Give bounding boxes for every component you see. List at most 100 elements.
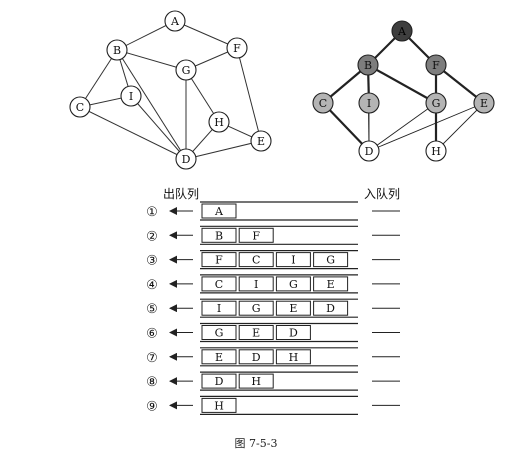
queue-cell-box — [238, 300, 274, 316]
queue-cell-box — [201, 252, 237, 268]
queue-cell: E — [275, 300, 311, 316]
node-label: B — [364, 59, 372, 72]
node-circle — [425, 140, 447, 162]
node-circle — [69, 96, 91, 118]
traversal-node-B: B — [357, 54, 379, 76]
queue-cell-label: A — [214, 205, 224, 218]
node-circle — [250, 130, 272, 152]
traversal-edge-E-D — [368, 102, 485, 152]
node-label: H — [214, 116, 224, 129]
node-label: A — [397, 25, 407, 38]
queue-cell-label: E — [327, 278, 335, 291]
node-circle — [425, 54, 447, 76]
node-G: G — [175, 59, 197, 81]
queue-cell: D — [238, 349, 274, 365]
edge-F-E — [236, 47, 262, 142]
node-label: D — [365, 145, 374, 158]
node-circle — [120, 85, 142, 107]
queue-cell-label: D — [289, 327, 298, 340]
queue-cell-label: H — [214, 399, 224, 412]
figure-caption: 图 7-5-3 — [235, 437, 278, 450]
node-circle — [175, 148, 197, 170]
queue-cell-box — [313, 300, 349, 316]
node-label: G — [432, 97, 441, 110]
queue-cell-box — [201, 397, 237, 413]
queue-cell-box — [238, 349, 274, 365]
queue-cell-box — [201, 300, 237, 316]
node-C: C — [69, 96, 91, 118]
edge-I-D — [130, 95, 187, 160]
node-I: I — [120, 85, 142, 107]
queue-cell: I — [201, 300, 237, 316]
node-circle — [164, 10, 186, 32]
queue-cell: G — [275, 276, 311, 292]
queue-cell: D — [201, 373, 237, 389]
queue-cell: E — [201, 349, 237, 365]
node-circle — [208, 111, 230, 133]
queue-cell-box — [275, 300, 311, 316]
queue-cell-label: G — [326, 254, 335, 267]
node-label: B — [113, 44, 121, 57]
node-label: I — [129, 90, 133, 103]
node-label: E — [480, 97, 488, 110]
traversal-node-F: F — [425, 54, 447, 76]
queue-cell-label: F — [215, 254, 223, 267]
queue-cell-label: B — [215, 229, 223, 242]
queue-cell: I — [275, 252, 311, 268]
traversal-node-H: H — [425, 140, 447, 162]
queue-cell-label: G — [215, 327, 224, 340]
edge-B-G — [116, 49, 187, 71]
queue-cell-box — [201, 349, 237, 365]
step-number: ② — [146, 229, 158, 244]
edge-B-D — [116, 49, 187, 160]
queue-cell-label: I — [217, 302, 221, 315]
queue-cell-box — [238, 252, 274, 268]
node-label: C — [76, 101, 84, 114]
node-circle — [106, 39, 128, 61]
node-H: H — [208, 111, 230, 133]
queue-cell-label: D — [215, 375, 224, 388]
step-number: ⑨ — [146, 399, 158, 414]
node-B: B — [106, 39, 128, 61]
queue-cell-label: F — [252, 229, 260, 242]
queue-cell: G — [313, 252, 349, 268]
queue-cell-label: C — [215, 278, 223, 291]
queue-cell-box — [275, 349, 311, 365]
node-circle — [312, 92, 334, 114]
queue-row-3: ③ F C I G — [146, 250, 400, 270]
edge-A-F — [174, 20, 238, 49]
traversal-node-C: C — [312, 92, 334, 114]
queue-cell: I — [238, 276, 274, 292]
edge-B-C — [79, 49, 118, 108]
queue-cell-label: G — [252, 302, 261, 315]
queue-cell-box — [238, 325, 274, 340]
traversal-node-A: A — [391, 20, 413, 42]
step-number: ③ — [146, 254, 158, 269]
queue-cell: E — [238, 325, 274, 340]
queue-cell-label: D — [252, 351, 261, 364]
queue-cell-box — [313, 252, 349, 268]
queue-cell-label: C — [252, 254, 260, 267]
node-circle — [175, 59, 197, 81]
queue-cell: F — [201, 252, 237, 268]
queue-cell: D — [313, 300, 349, 316]
queue-cell-box — [313, 276, 349, 292]
queue-cell-label: E — [289, 302, 297, 315]
step-number: ⑧ — [146, 375, 158, 390]
node-circle — [473, 92, 495, 114]
queue-cell: G — [238, 300, 274, 316]
queue-cell-label: E — [252, 327, 260, 340]
node-F: F — [226, 37, 248, 59]
queue-cell-label: I — [291, 254, 295, 267]
node-E: E — [250, 130, 272, 152]
